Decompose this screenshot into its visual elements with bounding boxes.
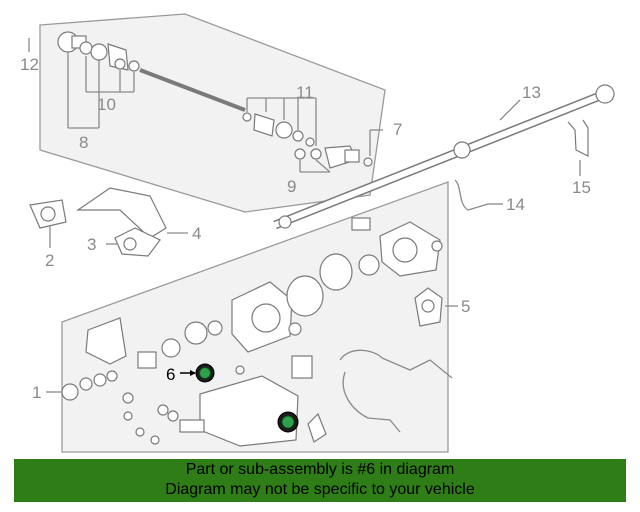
parts-diagram: 12 10 8 11 7 9 13 15 14 4 3 2 5 1 6 [20, 13, 615, 453]
callout-4: 4 [192, 224, 201, 243]
cable-14 [454, 179, 489, 211]
differential-parts [61, 217, 453, 447]
callout-10: 10 [97, 95, 116, 114]
part-6-highlight [195, 363, 299, 433]
callout-2: 2 [45, 251, 54, 270]
callout-1: 1 [32, 383, 41, 402]
callout-8: 8 [79, 133, 88, 152]
callout-9: 9 [287, 177, 296, 196]
leader-lines [28, 38, 581, 393]
callout-5: 5 [461, 297, 470, 316]
bracket-15 [567, 119, 589, 157]
callout-3: 3 [87, 235, 96, 254]
mount-4 [76, 187, 167, 239]
propeller-shaft [273, 84, 615, 230]
callout-7: 7 [393, 120, 402, 139]
callout-14: 14 [506, 195, 525, 214]
banner-line-2: Diagram may not be specific to your vehi… [165, 481, 475, 498]
callout-11: 11 [296, 83, 314, 102]
callout-15: 15 [572, 178, 591, 197]
callout-6: 6 [166, 365, 175, 384]
axle-shaft-panel [39, 13, 386, 213]
callout-12: 12 [20, 55, 39, 74]
banner-line-1: Part or sub-assembly is #6 in diagram [185, 461, 455, 478]
callout-13: 13 [522, 83, 541, 102]
part-notice-banner: Part or sub-assembly is #6 in diagram Di… [14, 459, 626, 502]
